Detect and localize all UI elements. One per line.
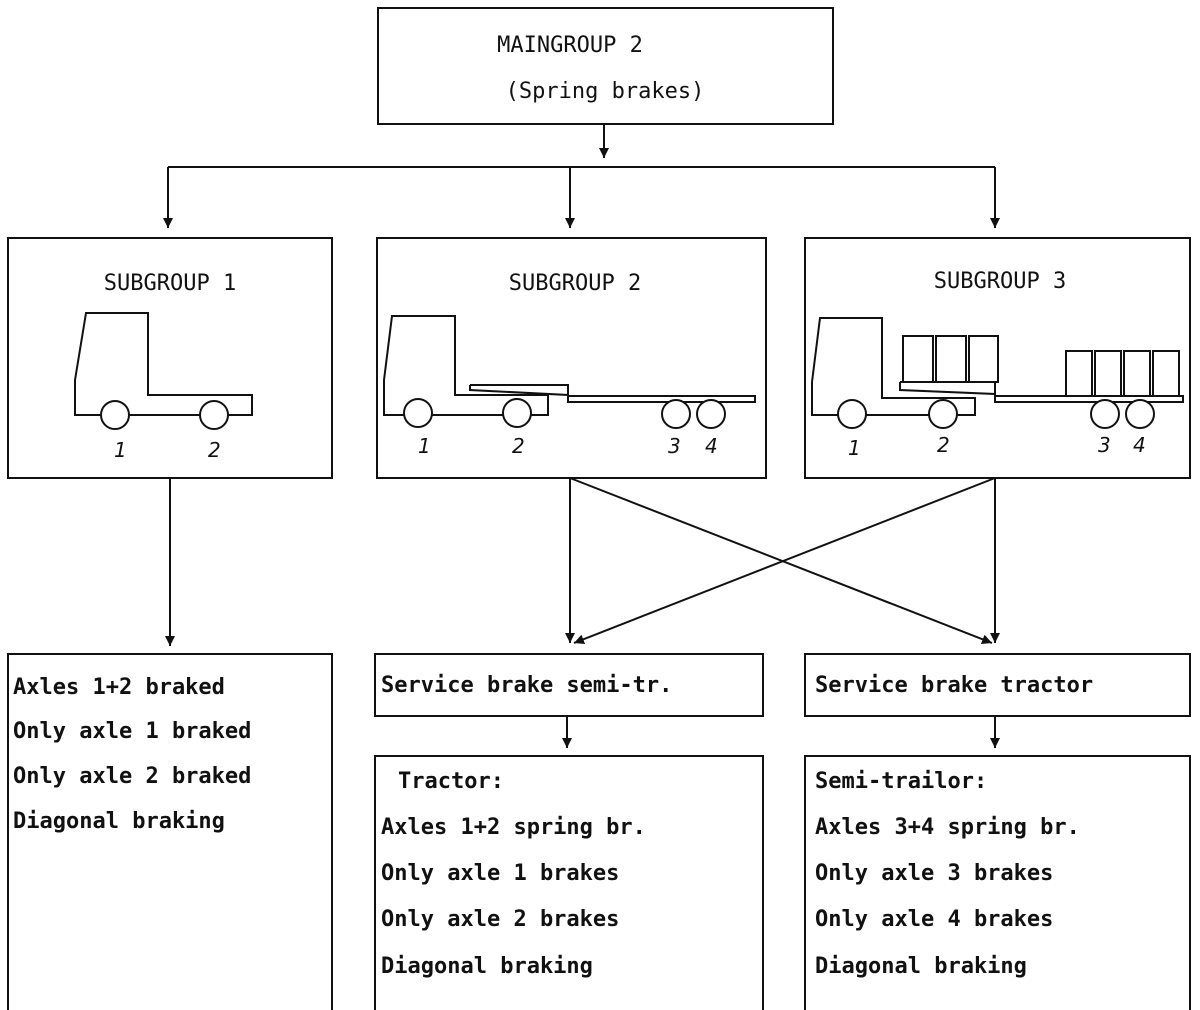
- truck-icon: [74, 312, 253, 430]
- subgroup-2-box: SUBGROUP 2 1 2 3 4: [376, 237, 767, 479]
- axle-label: 2: [937, 433, 950, 457]
- result-item: Axles 3+4 spring br.: [815, 815, 1080, 840]
- service-brake-tractor-box: Service brake tractor: [804, 653, 1191, 717]
- axle-label: 2: [208, 438, 221, 462]
- axle-label: 1: [848, 436, 861, 460]
- result-item: Diagonal braking: [13, 809, 225, 834]
- subgroup-1-title: SUBGROUP 1: [104, 271, 236, 296]
- result-heading: Semi-trailor:: [815, 769, 987, 794]
- service-brake-tractor-label: Service brake tractor: [815, 673, 1093, 698]
- result-item: Axles 1+2 spring br.: [381, 815, 646, 840]
- subgroup-2-title: SUBGROUP 2: [509, 271, 641, 296]
- result-heading: Tractor:: [398, 769, 504, 794]
- maingroup-subtitle: (Spring brakes): [506, 79, 705, 104]
- subgroup-3-box: SUBGROUP 3 1 2 3 4: [804, 237, 1191, 479]
- service-brake-semitrailer-label: Service brake semi-tr.: [381, 673, 672, 698]
- result-item: Diagonal braking: [815, 954, 1027, 979]
- result-item: Only axle 4 brakes: [815, 907, 1053, 932]
- result-item: Diagonal braking: [381, 954, 593, 979]
- axle-label: 3: [668, 434, 681, 458]
- tractor-results-box: Tractor: Axles 1+2 spring br. Only axle …: [374, 755, 764, 1010]
- result-item: Only axle 1 braked: [13, 719, 251, 744]
- axle-label: 4: [1133, 433, 1146, 457]
- service-brake-semitrailer-box: Service brake semi-tr.: [374, 653, 764, 717]
- axle-label: 3: [1098, 433, 1111, 457]
- result-item: Only axle 2 brakes: [381, 907, 619, 932]
- axle-label: 1: [114, 438, 127, 462]
- subgroup-1-box: SUBGROUP 1 1 2: [7, 237, 333, 479]
- axle-label: 1: [418, 434, 431, 458]
- main-to-subgroups-connectors: [163, 124, 1000, 228]
- loaded-tractor-semitrailer-icon: [811, 317, 1184, 429]
- result-item: Only axle 2 braked: [13, 764, 251, 789]
- axle-label: 2: [512, 434, 525, 458]
- maingroup-title: MAINGROUP 2: [497, 33, 643, 58]
- result-item: Axles 1+2 braked: [13, 675, 225, 700]
- subgroup-1-results-box: Axles 1+2 braked Only axle 1 braked Only…: [7, 653, 333, 1010]
- subgroup-3-title: SUBGROUP 3: [934, 269, 1066, 294]
- result-item: Only axle 1 brakes: [381, 861, 619, 886]
- tractor-semitrailer-icon: [383, 315, 756, 429]
- subgroups-to-results-connectors: [165, 477, 1000, 646]
- result-item: Only axle 3 brakes: [815, 861, 1053, 886]
- semitrailer-results-box: Semi-trailor: Axles 3+4 spring br. Only …: [804, 755, 1191, 1010]
- axle-label: 4: [705, 434, 718, 458]
- maingroup-box: MAINGROUP 2 (Spring brakes): [377, 7, 834, 125]
